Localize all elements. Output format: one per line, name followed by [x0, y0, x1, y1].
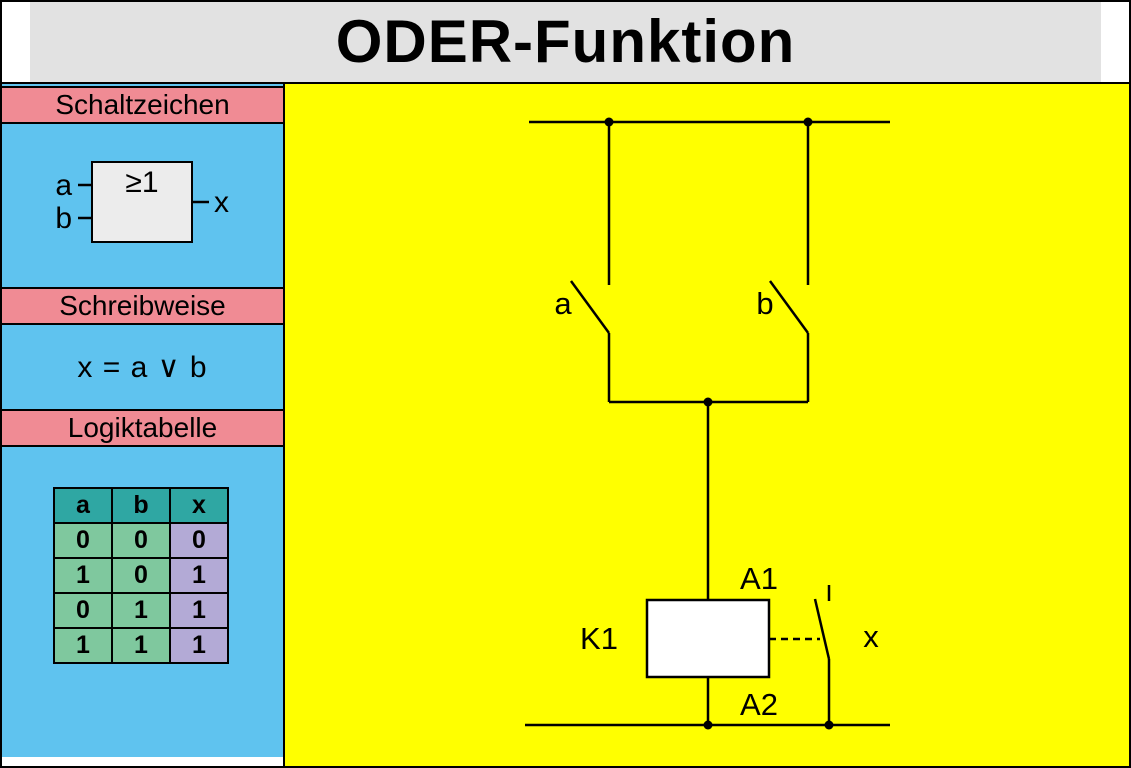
truth-table-cell: 0: [53, 592, 113, 629]
terminal-a2-label: A2: [740, 687, 778, 722]
truth-table-cell: 1: [53, 627, 113, 664]
truth-table-header-x: x: [169, 487, 229, 524]
junction-dot: [824, 720, 834, 730]
truth-table: a b x 0 0 0 1 0 1 0 1: [53, 487, 229, 664]
junction-dot: [604, 117, 614, 127]
contact-x-arm: [813, 598, 831, 660]
truth-table-cell: 1: [53, 557, 113, 594]
truth-table-header-row: a b x: [53, 487, 229, 524]
section-header-schreibweise: Schreibweise: [2, 287, 283, 325]
truth-table-header-a: a: [53, 487, 113, 524]
truth-table-cell: 1: [111, 592, 171, 629]
sidebar-bottom-margin: [2, 757, 283, 766]
truth-table-cell: 0: [111, 522, 171, 559]
switch-b-label: b: [756, 286, 773, 321]
gate-input-b-label: b: [55, 202, 72, 235]
section-header-logiktabelle: Logiktabelle: [2, 409, 283, 447]
truth-table-row: 1 1 1: [53, 627, 229, 664]
gate-box: [91, 161, 193, 243]
page-title: ODER-Funktion: [335, 8, 796, 75]
contact-x-label: x: [863, 619, 879, 654]
contact-x: [769, 585, 831, 725]
truth-table-cell: 0: [111, 557, 171, 594]
switch-a-arm: [569, 280, 611, 334]
parallel-join: [609, 400, 808, 600]
or-formula: x = a ∨ b: [77, 350, 208, 384]
relay-coil: [645, 598, 771, 725]
truth-table-cell: 1: [169, 557, 229, 594]
junction-dot: [703, 720, 713, 730]
gate-input-a-label: a: [55, 169, 72, 202]
title-band: ODER-Funktion: [30, 2, 1101, 82]
truth-table-row: 0 0 0: [53, 522, 229, 559]
truth-table-row: 0 1 1: [53, 592, 229, 629]
sidebar: Schaltzeichen ≥1 a b x Schreibweise x = …: [2, 84, 285, 766]
title-bar: ODER-Funktion: [2, 2, 1129, 84]
coil-rect: [645, 598, 771, 679]
terminal-a1-label: A1: [740, 561, 778, 596]
truth-table-header-b: b: [111, 487, 171, 524]
junction-dot: [803, 117, 813, 127]
circuit-diagram: a b K1 A1 A2 x: [285, 84, 1129, 766]
gate-symbol-label: ≥1: [125, 166, 158, 199]
switch-a-label: a: [554, 286, 572, 321]
switch-a-branch: [569, 122, 611, 402]
relay-label: K1: [580, 621, 618, 656]
truth-table-cell: 1: [169, 592, 229, 629]
truth-table-row: 1 0 1: [53, 557, 229, 594]
truth-table-cell: 0: [53, 522, 113, 559]
gate-output-label: x: [214, 186, 229, 219]
switch-b-branch: [768, 122, 810, 402]
or-gate-symbol: ≥1 a b x: [2, 124, 283, 292]
junction-dot: [703, 397, 713, 407]
truth-table-cell: 0: [169, 522, 229, 559]
truth-table-cell: 1: [111, 627, 171, 664]
circuit-labels: a b K1 A1 A2 x: [554, 286, 879, 722]
switch-b-arm: [768, 280, 810, 334]
junction-dots: [604, 117, 834, 730]
section-header-schaltzeichen: Schaltzeichen: [2, 86, 283, 124]
truth-table-cell: 1: [169, 627, 229, 664]
